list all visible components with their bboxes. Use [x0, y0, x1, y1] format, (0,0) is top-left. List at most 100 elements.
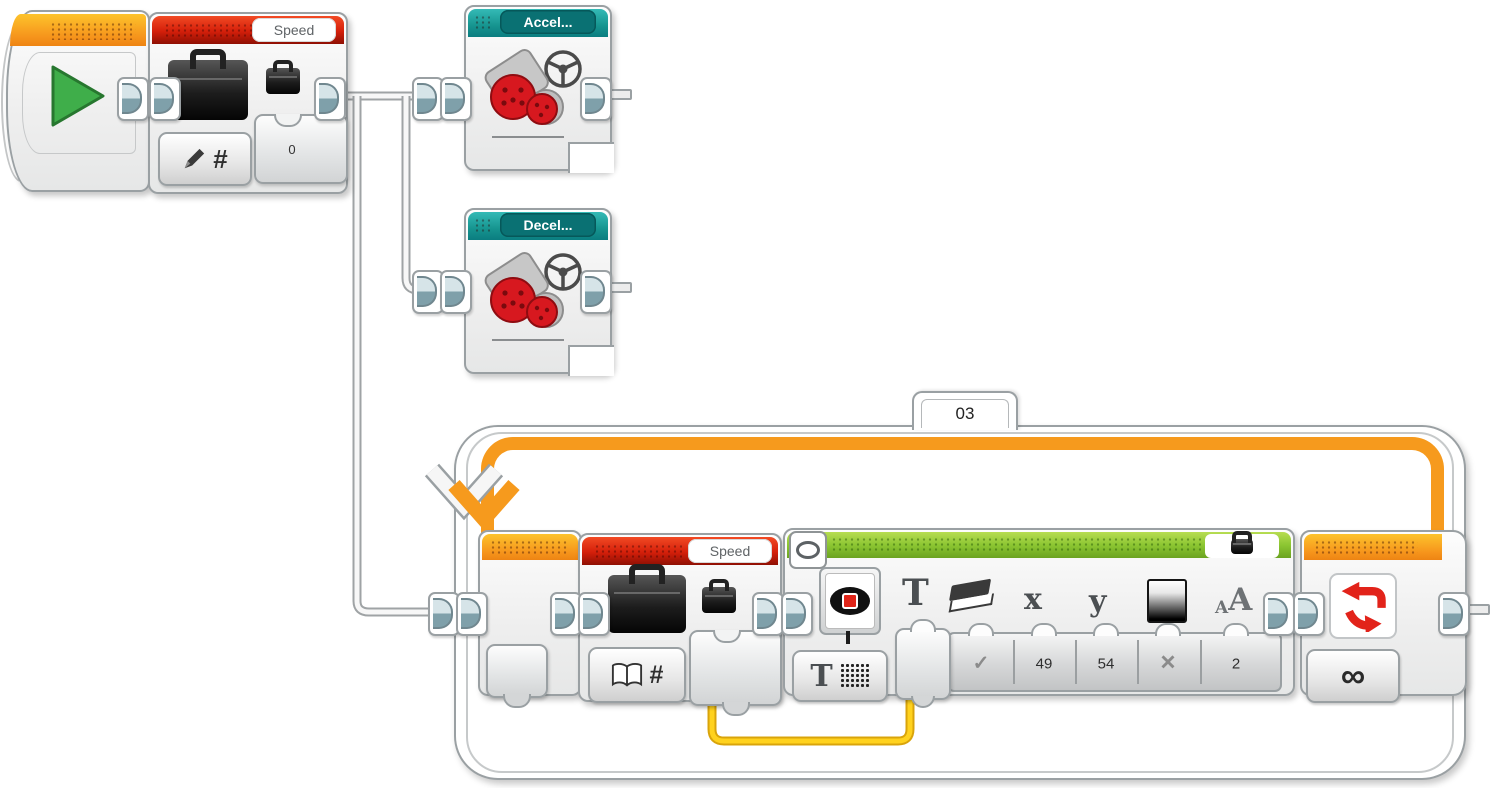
value-input[interactable]: 0: [288, 141, 296, 157]
cell-notch: [1155, 623, 1181, 636]
steering-motors-icon: [484, 252, 582, 328]
variable-read-block[interactable]: Speed #: [578, 533, 782, 716]
myblock-decel[interactable]: Decel...: [464, 208, 612, 374]
color-param-icon: [1147, 579, 1187, 623]
x-value[interactable]: 49: [1035, 655, 1053, 673]
cell-divider: [1075, 640, 1077, 684]
screen-preview-icon[interactable]: [819, 567, 881, 635]
variable-write-block[interactable]: Speed # 0: [148, 12, 348, 194]
value-output-plug[interactable]: [689, 630, 782, 716]
header-dots: [164, 23, 252, 39]
color-value[interactable]: ×: [1160, 646, 1176, 677]
cell-notch: [1223, 623, 1249, 636]
variable-read-out-port[interactable]: [752, 592, 784, 636]
loop-end-in-port[interactable]: [1293, 592, 1325, 636]
variable-name-tab[interactable]: Speed: [252, 18, 336, 42]
loop-end-header: [1304, 534, 1442, 560]
steering-motors-icon: [484, 49, 582, 125]
loop-count-tab[interactable]: 03: [912, 391, 1018, 430]
cell-divider: [1200, 640, 1202, 684]
data-wire-yellow[interactable]: [707, 693, 915, 746]
y-value[interactable]: 54: [1097, 655, 1115, 673]
hash-glyph: #: [213, 143, 228, 174]
accel-name-tab[interactable]: Accel...: [500, 10, 596, 34]
display-block[interactable]: T x y A A ✓ 49 54 × 2: [783, 528, 1295, 708]
accel-step-cut: [568, 142, 614, 173]
loop-repeat-icon: [1341, 581, 1386, 632]
text-param-icon: T: [902, 572, 929, 614]
decel-out-port[interactable]: [580, 270, 612, 314]
mode-selector-write-numeric[interactable]: #: [158, 132, 252, 186]
variable-read-in-port[interactable]: [578, 592, 610, 636]
text-input-plug[interactable]: [895, 619, 951, 708]
decel-in-port-wire[interactable]: [412, 270, 444, 314]
cell-notch: [1031, 623, 1057, 636]
variable-name: Speed: [273, 22, 315, 38]
loop-entry-arrow: [424, 463, 520, 531]
plug-notch: [713, 630, 741, 643]
book-icon: [611, 663, 642, 687]
loop-end-segment[interactable]: ∞: [1300, 530, 1467, 703]
variable-name: Speed: [709, 543, 751, 559]
decel-name: Decel...: [523, 217, 573, 233]
header-dots: [831, 537, 1201, 553]
cell-notch: [968, 623, 994, 636]
screen-icon-stand: [846, 631, 850, 644]
loop-in-port-wire[interactable]: [428, 592, 460, 636]
variable-write-in-port[interactable]: [149, 77, 181, 121]
accel-in-port-wire[interactable]: [412, 77, 444, 121]
header-dots: [1314, 540, 1418, 555]
briefcase-icon: [608, 575, 686, 633]
loop-in-port[interactable]: [456, 592, 488, 636]
clear-screen-value[interactable]: ✓: [972, 652, 990, 675]
decel-step-cut: [568, 345, 614, 376]
mode-selector-read-numeric[interactable]: #: [588, 647, 686, 703]
pencil-icon: [185, 148, 205, 169]
loop-out-port[interactable]: [1438, 592, 1470, 636]
variable-write-out-port[interactable]: [314, 77, 346, 121]
value-input-plug[interactable]: 0: [254, 114, 348, 184]
play-icon: [51, 65, 105, 127]
accel-in-port[interactable]: [440, 77, 472, 121]
start-out-port[interactable]: [117, 77, 149, 121]
header-dots: [50, 22, 136, 40]
cell-notch: [1093, 623, 1119, 636]
briefcase-mini-icon: [1231, 538, 1253, 554]
parameter-bar: ✓ 49 54 × 2: [947, 623, 1282, 692]
header-dots: [594, 544, 682, 560]
param-underline: [492, 339, 564, 341]
plug-bump-top: [910, 619, 936, 632]
decel-name-tab[interactable]: Decel...: [500, 213, 596, 237]
mode-selector-text-grid[interactable]: T: [792, 650, 888, 702]
loop-count-label[interactable]: 03: [921, 399, 1009, 428]
loop-start-out-port[interactable]: [550, 592, 582, 636]
mode-letter: T: [810, 658, 833, 694]
cell-divider: [1137, 640, 1139, 684]
font-value[interactable]: 2: [1231, 655, 1241, 673]
cell-divider: [1013, 640, 1015, 684]
y-param-icon: y: [1089, 584, 1107, 619]
briefcase-small-icon: [702, 587, 736, 613]
loop-exit-icon-box: [1329, 573, 1397, 639]
param-underline: [492, 136, 564, 138]
infinity-glyph: ∞: [1340, 657, 1366, 695]
header-dots: [474, 218, 490, 234]
sequence-wires[interactable]: [342, 91, 432, 617]
display-out-port[interactable]: [1263, 592, 1295, 636]
hash-glyph: #: [649, 660, 664, 689]
decel-in-port[interactable]: [440, 270, 472, 314]
mode-selector-unlimited[interactable]: ∞: [1306, 649, 1400, 703]
loop-start-plug[interactable]: [486, 644, 548, 708]
loop-start-header: [482, 534, 578, 560]
briefcase-icon: [168, 60, 248, 120]
variable-name-tab[interactable]: Speed: [688, 539, 772, 563]
accel-out-port[interactable]: [580, 77, 612, 121]
pixel-grid-icon: [839, 663, 870, 689]
display-type-icon: [789, 531, 827, 569]
header-dots: [474, 15, 490, 31]
wired-filename-tab[interactable]: [1205, 534, 1279, 558]
display-in-port[interactable]: [781, 592, 813, 636]
myblock-accel[interactable]: Accel...: [464, 5, 612, 171]
font-param-icon: A A: [1215, 582, 1253, 618]
